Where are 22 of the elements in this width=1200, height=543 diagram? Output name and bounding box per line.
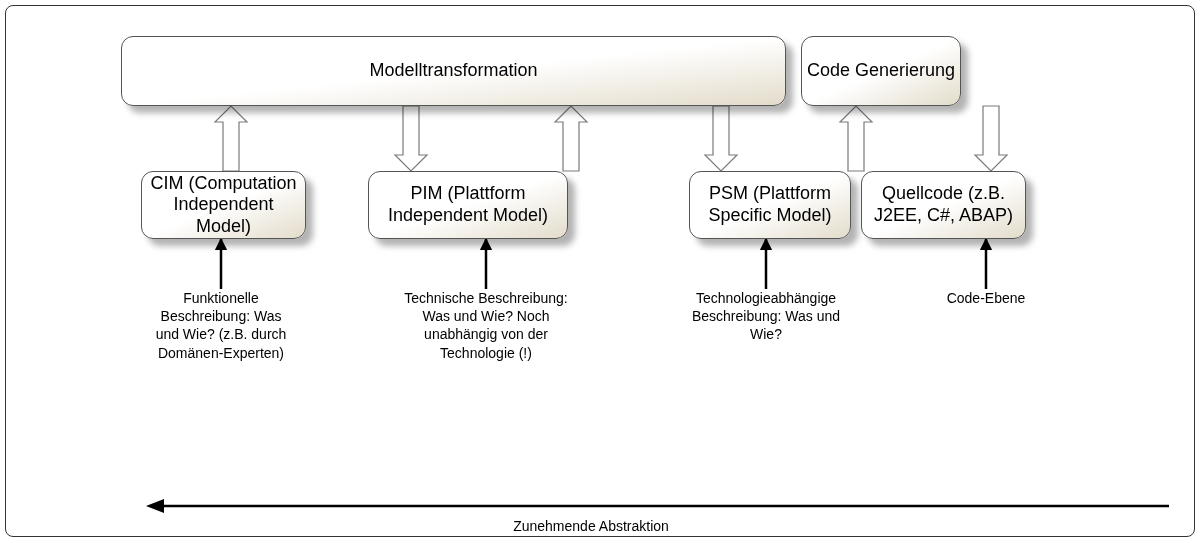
process-box: Modelltransformation bbox=[121, 36, 786, 106]
block-arrow bbox=[703, 105, 739, 172]
process-box: Quellcode (z.B. J2EE, C#, ABAP) bbox=[861, 171, 1026, 239]
block-arrow bbox=[973, 105, 1009, 172]
process-box: PIM (Plattform Independent Model) bbox=[368, 171, 568, 239]
block-arrow bbox=[553, 105, 589, 172]
process-box: CIM (Computation Independent Model) bbox=[141, 171, 306, 239]
block-arrow bbox=[393, 105, 429, 172]
arrow bbox=[979, 237, 993, 289]
arrow bbox=[479, 237, 493, 289]
process-box: PSM (Plattform Specific Model) bbox=[689, 171, 851, 239]
block-arrow bbox=[213, 105, 249, 172]
arrow bbox=[759, 237, 773, 289]
description-text: Technologieabhängige Beschreibung: Was und Wie? bbox=[691, 289, 841, 359]
block-arrow bbox=[838, 105, 874, 172]
process-box: Code Generierung bbox=[801, 36, 961, 106]
arrow bbox=[214, 237, 228, 289]
description-text: Code-Ebene bbox=[921, 289, 1051, 314]
axis-label: Zunehmende Abstraktion bbox=[513, 517, 669, 536]
frame bbox=[5, 5, 1195, 537]
description-text: Funktionelle Beschreibung: Was und Wie? (z.B. durch Domänen-Experten) bbox=[151, 289, 291, 439]
description-text: Technische Beschreibung: Was und Wie? Noch unabhängig von der Technologie (!) bbox=[391, 289, 581, 399]
